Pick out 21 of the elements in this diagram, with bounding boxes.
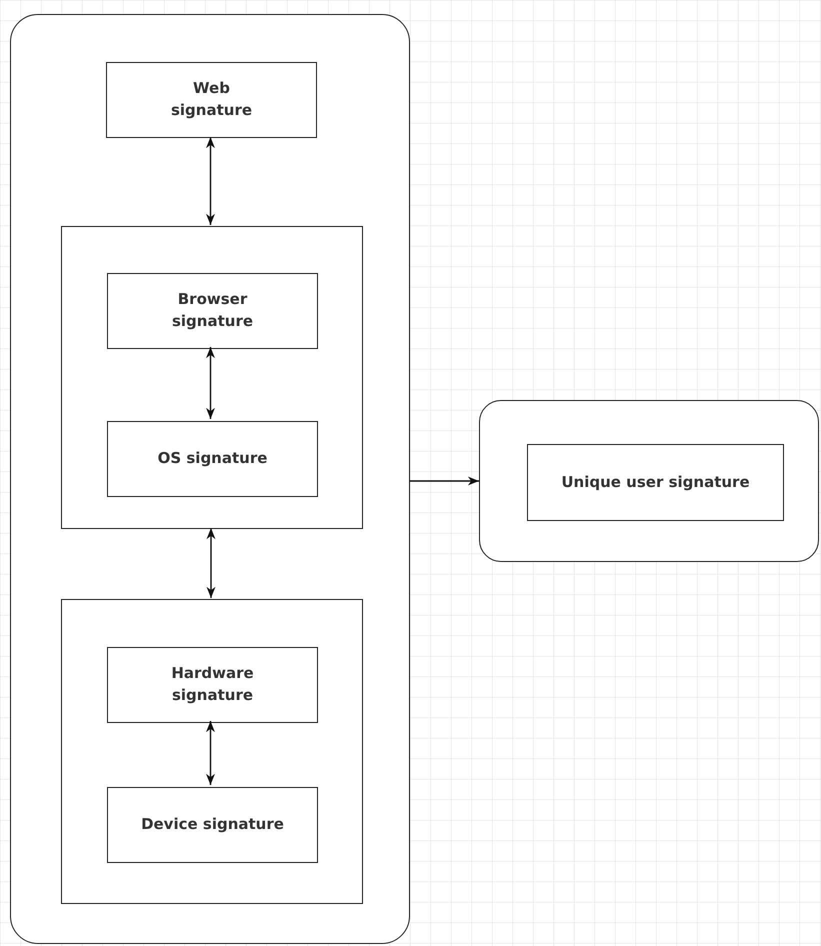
box-label: Hardware signature — [170, 663, 255, 706]
arrow — [206, 528, 216, 598]
group-box — [61, 599, 363, 904]
arrow — [410, 476, 479, 486]
box-label: Browser signature — [170, 289, 254, 332]
rounded-container — [10, 14, 410, 944]
arrow — [206, 721, 215, 785]
box-label: OS signature — [158, 448, 268, 470]
signature-box — [107, 273, 318, 349]
rounded-container — [479, 400, 819, 562]
group-box — [61, 226, 363, 529]
signature-box — [107, 421, 318, 497]
signature-box — [107, 787, 318, 863]
signature-box — [527, 444, 784, 521]
box-label: Web signature — [170, 78, 254, 121]
box-label: Device signature — [141, 814, 284, 836]
signature-box — [106, 62, 317, 138]
arrow — [206, 137, 215, 225]
arrow — [206, 347, 215, 419]
box-label: Unique user signature — [561, 472, 750, 493]
signature-box — [107, 647, 318, 723]
